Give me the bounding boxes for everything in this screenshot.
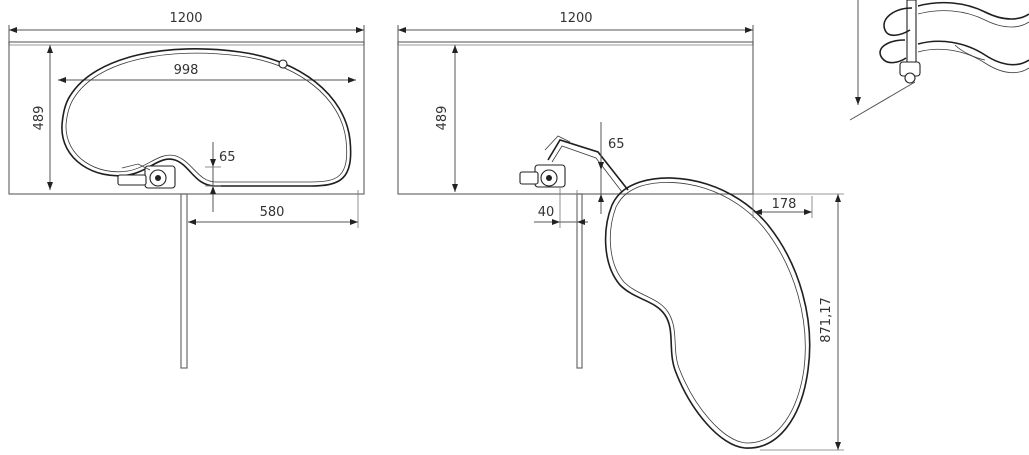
perspective-foot <box>904 72 916 84</box>
right-ext-label: 178 <box>772 197 797 212</box>
right-width-arrow-right <box>745 27 753 33</box>
perspective-pole <box>906 0 917 73</box>
right-offset-arrow-bottom <box>598 194 604 202</box>
perspective-upper-arm <box>883 7 913 37</box>
right-door-post <box>576 193 583 369</box>
right-ext-arrow-right <box>804 209 812 215</box>
left-width-arrow-right <box>356 27 364 33</box>
left-depth-arrow-top <box>47 45 53 53</box>
right-tray-inner <box>609 181 806 444</box>
left-offset-label: 65 <box>219 150 236 165</box>
right-mechanism <box>519 135 629 193</box>
left-door-label: 580 <box>260 205 285 220</box>
right-gap-label: 40 <box>538 205 555 220</box>
right-view: 1200 489 65 40 <box>397 11 844 451</box>
left-depth-label: 489 <box>32 106 47 131</box>
perspective-lower-tray <box>917 40 1029 66</box>
left-mechanism <box>117 163 176 189</box>
left-tray-width-label: 998 <box>174 63 199 78</box>
right-depth-label: 489 <box>435 106 450 131</box>
left-door-arrow-left <box>188 219 196 225</box>
left-tray-arrow-left <box>58 77 66 83</box>
right-tray-outline <box>604 177 811 449</box>
perspective-lower-arm <box>879 39 907 64</box>
left-offset-arrow-top <box>210 159 216 167</box>
perspective-view <box>849 0 1029 121</box>
right-reach-arrow-top <box>835 194 841 202</box>
perspective-lower-tray-edge <box>917 48 1029 74</box>
left-depth-arrow-bottom <box>47 182 53 190</box>
right-offset-arrow-top <box>598 162 604 170</box>
perspective-lower-tray-detail <box>954 44 986 61</box>
left-width-arrow-left <box>9 27 17 33</box>
left-tray-outline <box>61 47 352 187</box>
perspective-dim-diagonal <box>849 81 916 121</box>
right-gap-arrow-left <box>552 219 560 225</box>
left-tray-knob <box>278 59 288 69</box>
right-depth-arrow-bottom <box>452 184 458 192</box>
left-tray-arrow-right <box>348 77 356 83</box>
left-door-post <box>180 193 188 369</box>
right-cabinet-outline <box>397 41 754 195</box>
left-width-label: 1200 <box>169 11 202 26</box>
right-offset-label: 65 <box>608 137 625 152</box>
perspective-upper-tray <box>917 1 1029 20</box>
right-width-label: 1200 <box>559 11 592 26</box>
right-ext-arrow-left <box>754 209 762 215</box>
left-offset-arrow-bottom <box>210 186 216 194</box>
perspective-upper-tray-edge <box>917 10 1029 28</box>
left-view: 1200 489 998 65 <box>8 11 365 369</box>
right-reach-label: 871,17 <box>819 297 834 343</box>
right-reach-arrow-bottom <box>835 442 841 450</box>
left-tray-inner <box>65 52 348 183</box>
right-gap-arrow-right <box>577 219 585 225</box>
left-door-arrow-right <box>350 219 358 225</box>
right-width-arrow-left <box>398 27 406 33</box>
right-depth-arrow-top <box>452 45 458 53</box>
perspective-arrow-bottom <box>855 97 861 105</box>
